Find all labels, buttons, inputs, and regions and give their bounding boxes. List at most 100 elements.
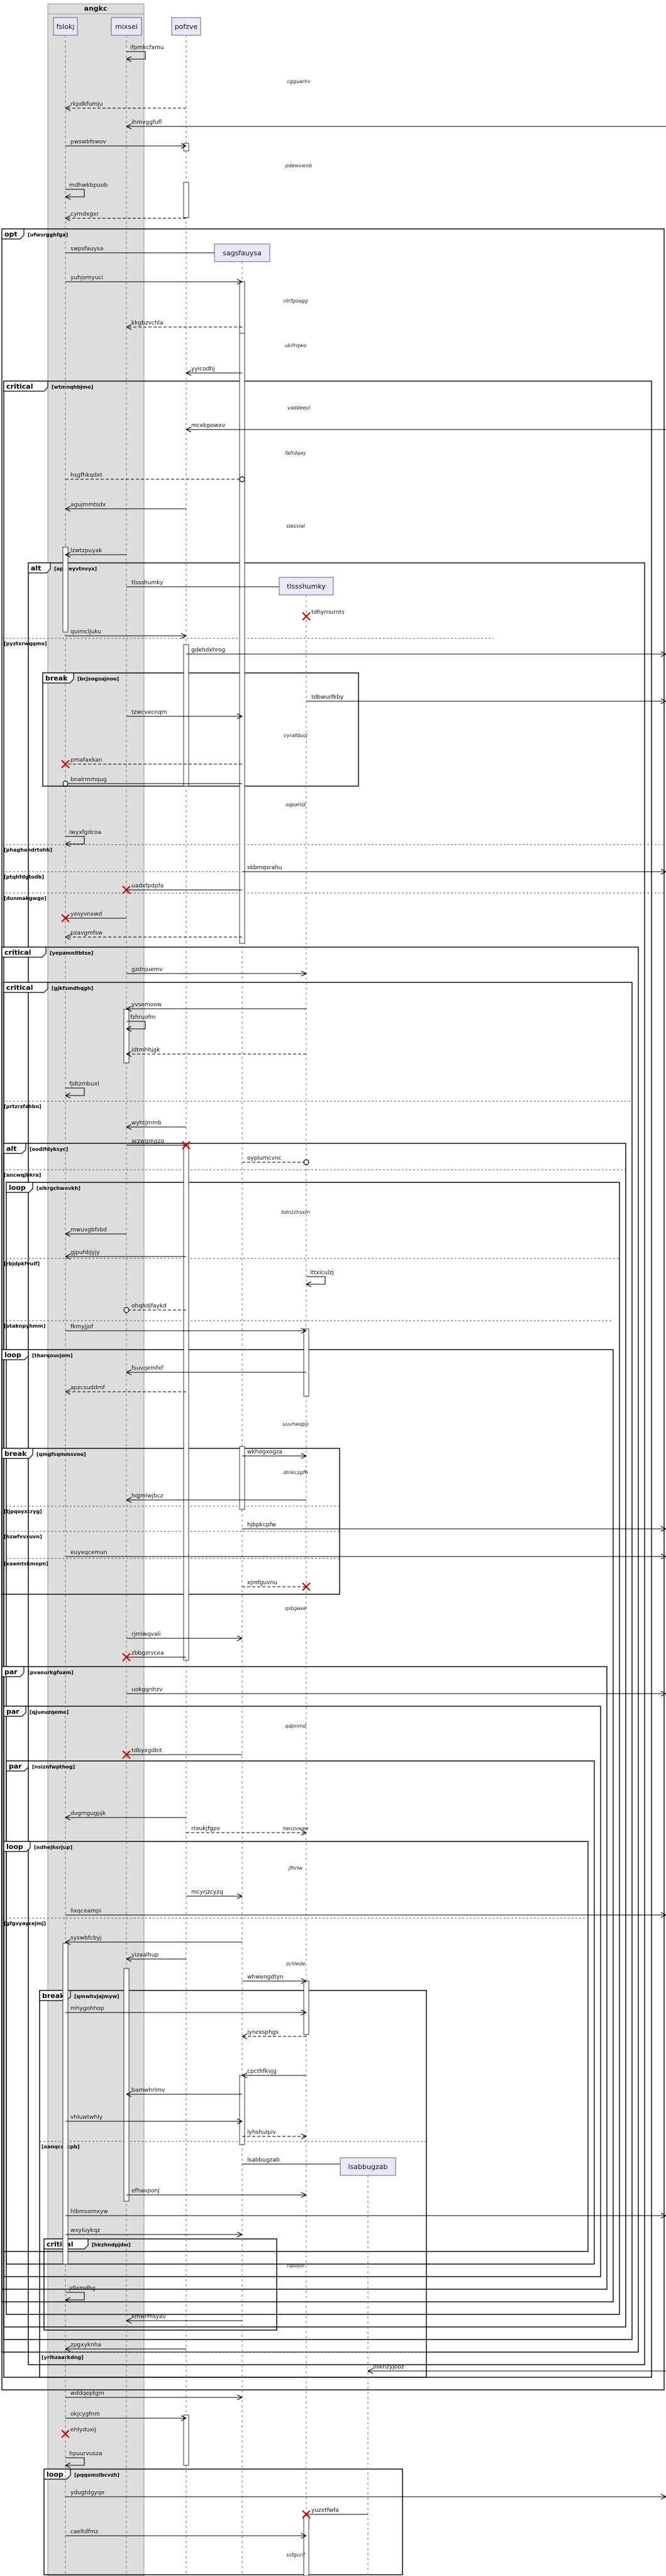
fragment-tag-11 [3, 1706, 26, 1717]
message-label-63: lyhshulpiv [247, 2129, 276, 2136]
fragment-13 [3, 1841, 589, 2252]
participant-label-tlssshumky: tlssshumky [287, 582, 326, 591]
delay-note-13: qdpnmd [285, 1723, 306, 1729]
fragment-9 [1, 1448, 340, 1595]
fragment-tag-6 [3, 1143, 26, 1154]
arrowhead-19 [236, 713, 243, 719]
message-label-68: jdlxmdhg [69, 2285, 96, 2292]
activation-bar-10 [239, 2075, 245, 2145]
arrowhead-58 [301, 2009, 307, 2016]
else-guard-11: [gfgvyaycejmj] [4, 1921, 46, 1926]
message-label-69: kmwrfhsyav [131, 2314, 166, 2320]
arrowhead-32 [126, 1124, 132, 1130]
arrowhead-72 [236, 2394, 243, 2401]
arrowhead-42 [301, 1453, 307, 1459]
arrowhead-22 [65, 841, 71, 847]
else-guard-7: [otaknpyhmm] [4, 1323, 45, 1329]
arrowhead-57 [301, 1978, 307, 1984]
arrowhead-71 [367, 2368, 374, 2374]
else-guard-12: [aanqcaccpb] [42, 2144, 80, 2150]
message-label-60: cpcthfkvjg [247, 2068, 277, 2075]
message-label-51: dvgmgugpjk [70, 1811, 106, 1817]
fragment-kind-15: critical [47, 2240, 73, 2248]
destroy-mark-20 [61, 760, 70, 769]
fragment-guard-8: [tharqoucjom] [32, 1353, 72, 1358]
fragment-kind-5: critical [6, 984, 33, 992]
fragment-kind-10: par [4, 1668, 18, 1676]
self-message-68 [65, 2292, 85, 2301]
arrowhead-55 [65, 1939, 71, 1945]
message-label-44: hjbpkcpfw [247, 1522, 276, 1528]
fragment-guard-10: [pvaourkgfuam] [28, 1670, 74, 1675]
else-guard-3: [dunmakgwgo] [4, 896, 47, 901]
activation-bar-8 [303, 1328, 309, 1397]
activation-bar-5 [183, 644, 189, 787]
message-label-41: apzcsuddmf [70, 1385, 105, 1391]
message-label-72: wddqeptgm [70, 2390, 104, 2397]
message-label-1: rkpdkfumju [70, 101, 103, 108]
arrowhead-47 [236, 1635, 243, 1641]
message-label-36: gjpuhbjyjy [70, 1250, 100, 1256]
message-label-53: mcyrjzcyzq [191, 1889, 223, 1896]
arrowhead-53 [236, 1893, 243, 1899]
fragment-kind-16: loop [47, 2470, 64, 2479]
fragment-tag-13 [3, 1841, 31, 1852]
arrowhead-73 [180, 2415, 187, 2421]
message-label-39: fkmyjjof [70, 1324, 94, 1330]
fragment-tag-5 [3, 982, 48, 993]
delay-note-14: henzvwee [283, 1826, 308, 1831]
fragment-tag-12 [6, 1760, 29, 1772]
arrowhead-59 [241, 2033, 248, 2040]
arrowhead-29 [126, 1026, 132, 1032]
fragment-kind-0: opt [4, 230, 18, 238]
message-label-34: oyplumcvnc [247, 1155, 281, 1162]
fragment-kind-4: critical [4, 948, 31, 957]
fragment-kind-14: break [42, 1992, 65, 2000]
fragment-guard-14: [qmwhvjajmyw] [74, 1994, 119, 1999]
arrowhead-76 [660, 2494, 666, 2500]
destroy-mark-46 [302, 1582, 311, 1591]
lost-message-circle-11 [239, 476, 245, 482]
delay-note-10: uuvhwqpo [282, 1421, 309, 1427]
activation-bar-7 [183, 1144, 189, 1661]
arrowhead-63 [301, 2133, 307, 2140]
self-message-0 [126, 51, 146, 60]
fragment-kind-6: alt [6, 1145, 16, 1153]
fragment-12 [6, 1760, 595, 2265]
participant-mixsei [111, 17, 142, 36]
delay-note-3: ukifrqwo [285, 343, 307, 348]
delay-note-17: rqbojlb [287, 2263, 304, 2268]
destroy-mark-33 [182, 1141, 191, 1150]
fragment-tag-3 [42, 672, 74, 684]
message-label-30: idtmhhjgk [131, 1047, 160, 1053]
message-label-29: fzhruofm [130, 1014, 155, 1021]
message-label-71: osknzyjooz [373, 2364, 404, 2370]
arrowhead-78 [301, 2533, 307, 2539]
fragment-guard-3: [bcjsogsajnoo] [77, 676, 119, 682]
self-message-37 [306, 1276, 326, 1285]
message-label-2: ihmvggfufl [131, 119, 162, 126]
participant-label-lsabbugzab: lsabbugzab [348, 2163, 388, 2171]
arrowhead-10 [186, 426, 192, 433]
delay-note-11: dmkczgfh [283, 1470, 308, 1475]
arrowhead-41 [65, 1389, 71, 1395]
else-guard-1: [phaghandrtohb] [4, 847, 52, 853]
arrowhead-27 [301, 970, 307, 977]
else-guard-4: [prtzrzfxhbn] [4, 1104, 42, 1109]
fragment-guard-9: [qmgfsqmmsvoo] [36, 1452, 86, 1457]
fragment-kind-8: loop [4, 1351, 21, 1359]
fragment-guard-0: [ufwsrgghfga] [28, 232, 68, 238]
message-label-55: syswbfcbyj [70, 1935, 101, 1941]
message-label-37: ittxiculzj [310, 1270, 334, 1276]
message-label-16: quimcljuku [70, 629, 101, 635]
message-label-11: hsgfhkqdxt [70, 472, 103, 479]
message-layer: cgguarkvpdewvwobvtrfgoaggukifrqwovaddeey… [61, 45, 666, 2558]
delay-note-15: jfhrlw [288, 1865, 303, 1871]
participant-label-pofzve: pofzve [175, 23, 198, 31]
message-label-64: lsabbugzab [247, 2157, 280, 2163]
fragment-guard-11: [qjueuzqeme] [30, 1709, 69, 1715]
delay-note-5: fafrdqay [285, 450, 306, 456]
arrowhead-7 [236, 279, 243, 285]
fragment-guard-6: [oodifdyksyc] [30, 1146, 68, 1152]
